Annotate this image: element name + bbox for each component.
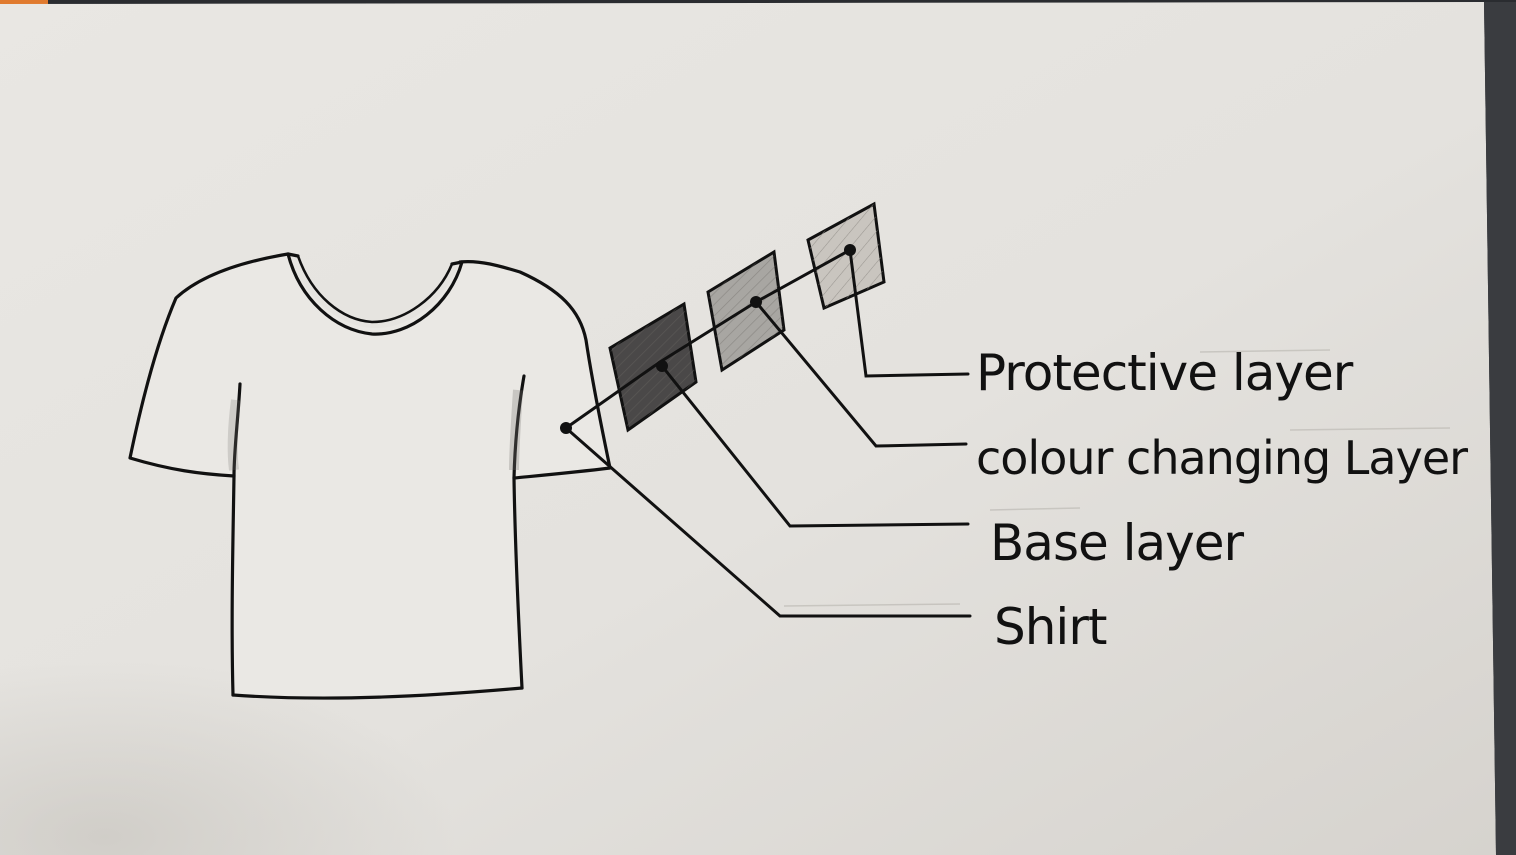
label-shirt: Shirt xyxy=(994,598,1107,656)
label-protective-layer: Protective layer xyxy=(976,344,1354,402)
label-colour-changing-layer: colour changing Layer xyxy=(976,431,1468,485)
shirt-shading-left xyxy=(233,400,236,470)
shirt-shading-right xyxy=(514,390,518,470)
corner-accent xyxy=(0,0,48,4)
label-base-layer: Base layer xyxy=(990,514,1245,572)
